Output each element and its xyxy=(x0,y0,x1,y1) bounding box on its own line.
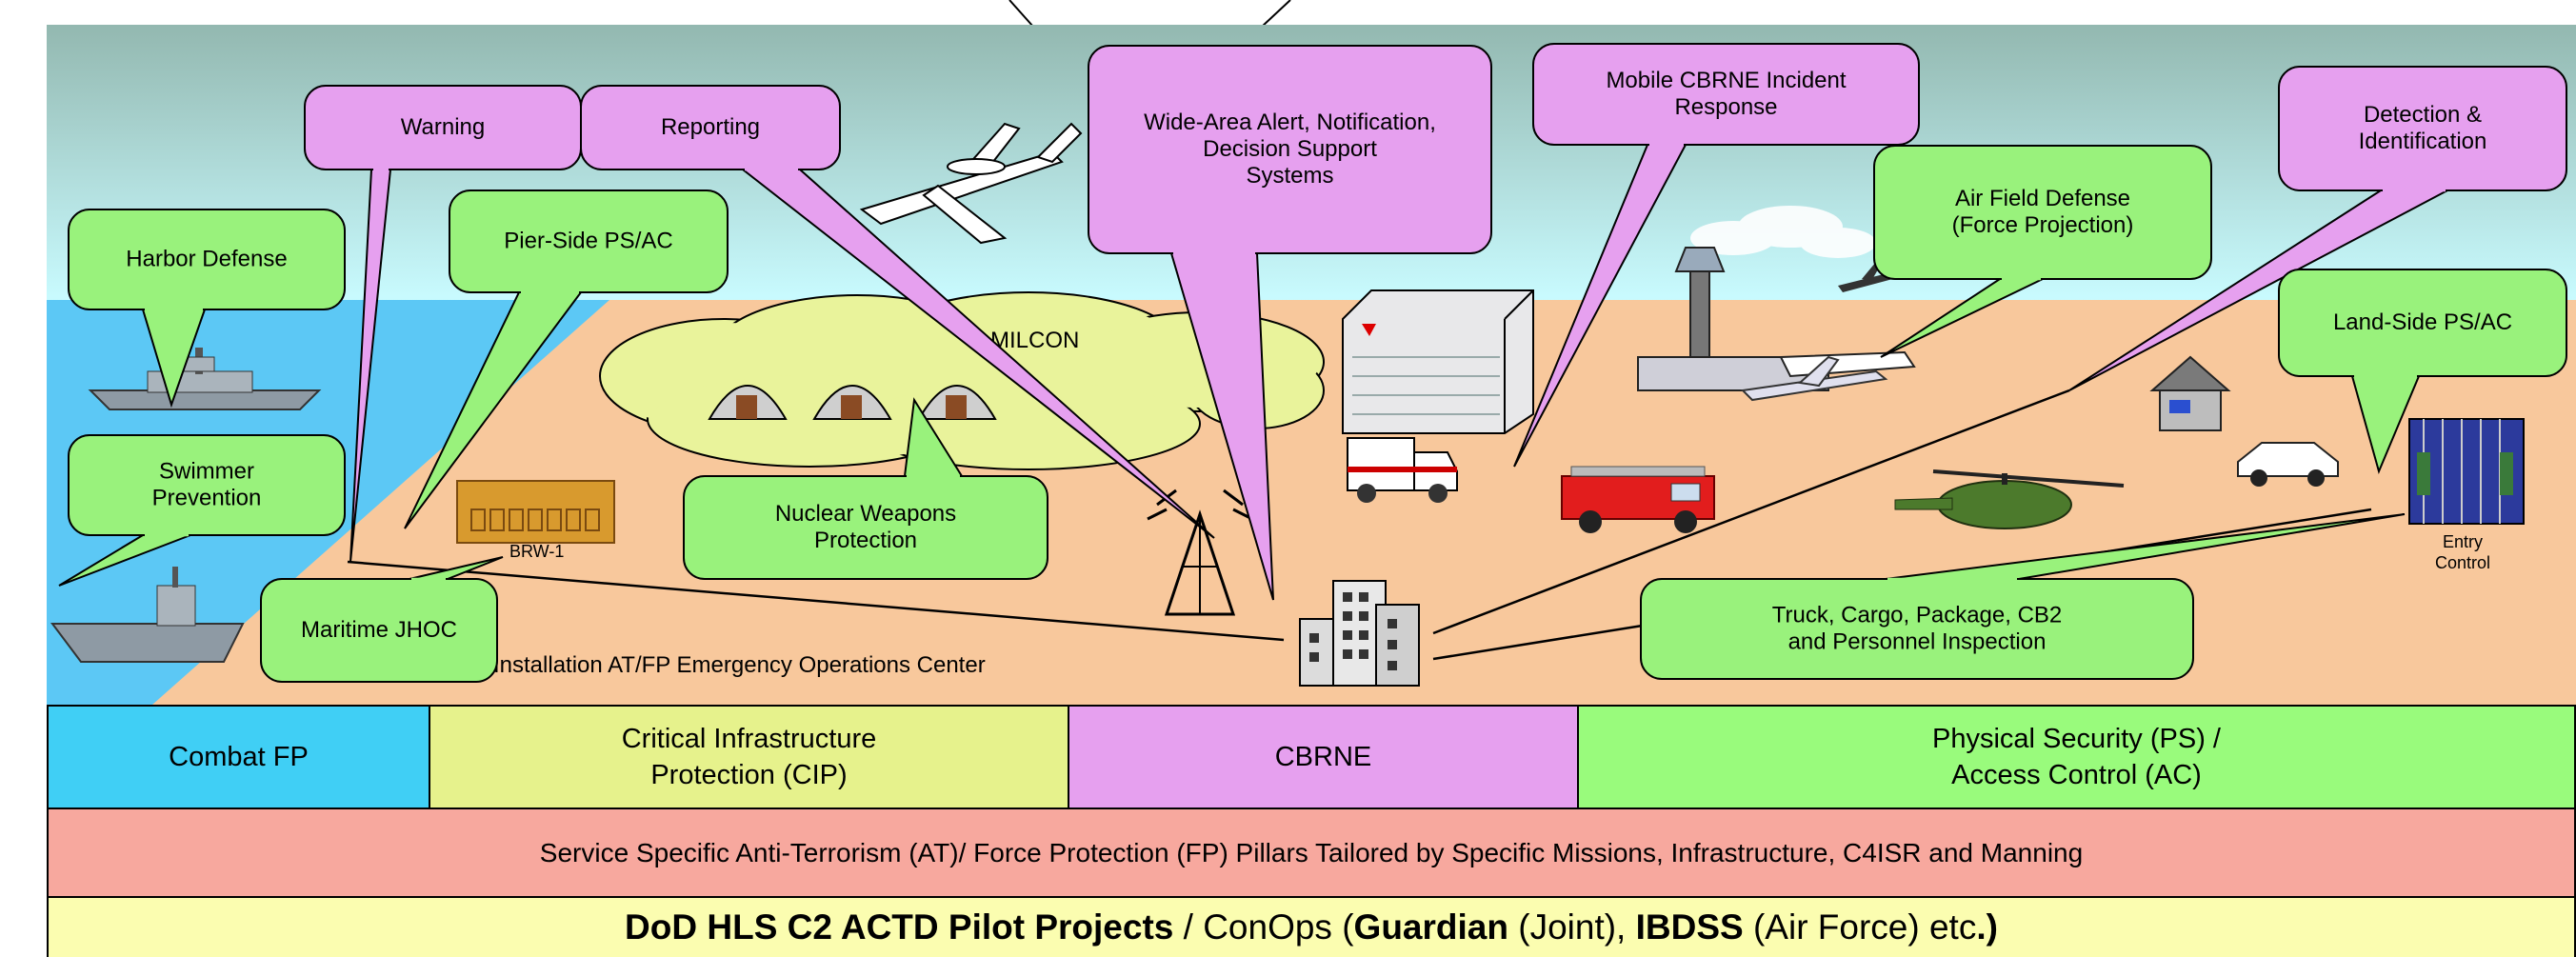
entry-control-label-2: Control xyxy=(2435,553,2490,572)
callout-box xyxy=(68,434,346,536)
hangar-icons xyxy=(708,385,997,420)
callout-box xyxy=(1532,43,1920,146)
callout-truck-text: and Personnel Inspection xyxy=(1788,629,2047,655)
house-icon xyxy=(2149,355,2231,431)
callout-land-side-text: Land-Side PS/AC xyxy=(2333,309,2512,335)
callout-detection-text: Identification xyxy=(2359,129,2487,154)
eoc-building-icon xyxy=(1299,580,1420,687)
service-band-text: Service Specific Anti-Terrorism (AT)/ Fo… xyxy=(539,837,2084,867)
pillar-combat-fp-label: Combat FP xyxy=(169,742,309,772)
callout-box xyxy=(580,85,841,170)
hospital-icon xyxy=(1342,289,1534,434)
pillar-ps-ac: Physical Security (PS) / Access Control … xyxy=(1577,705,2576,809)
callout-swimmer-text: Swimmer xyxy=(159,459,254,485)
small-building-label: BRW-1 xyxy=(509,542,564,561)
callout-nuclear-text: Nuclear Weapons xyxy=(775,501,956,527)
entry-control-icon xyxy=(2408,418,2525,525)
callout-reporting: Reporting xyxy=(580,85,1215,539)
callout-wide-area-text: Decision Support xyxy=(1203,136,1377,162)
callout-box xyxy=(683,475,1048,580)
helicopter-icon xyxy=(1894,469,2125,529)
callout-maritime: Maritime JHOC xyxy=(260,556,504,683)
service-band: Service Specific Anti-Terrorism (AT)/ Fo… xyxy=(47,807,2576,898)
callout-box xyxy=(2278,269,2567,377)
fire-truck-icon xyxy=(1561,466,1715,533)
callout-mobile-cbrne-text: Response xyxy=(1674,94,1777,120)
pillar-cbrne: CBRNE xyxy=(1068,705,1579,809)
bottom-band-part7: .) xyxy=(1976,907,1998,947)
callout-swimmer-text: Prevention xyxy=(152,486,262,511)
top-antenna-lines xyxy=(1008,0,1291,28)
callout-harbor-defense: Harbor Defense xyxy=(68,209,346,409)
awacs-plane-icon xyxy=(859,122,1083,245)
eoc-label: Installation AT/FP Emergency Operations … xyxy=(493,652,986,678)
small-building-icon xyxy=(456,480,615,544)
carrier-icon xyxy=(50,567,245,663)
pillar-combat-fp: Combat FP xyxy=(47,705,430,809)
pillar-cbrne-label: CBRNE xyxy=(1274,742,1372,772)
bottom-band-part1: DoD HLS C2 ACTD Pilot Projects xyxy=(625,907,1174,947)
callout-reporting-text: Reporting xyxy=(661,114,760,140)
callout-warning: Warning xyxy=(304,85,582,563)
callout-wide-area-text: Systems xyxy=(1246,163,1333,189)
pillar-cip-label: Critical Infrastructure Protection (CIP) xyxy=(621,724,877,790)
milcon-label: MILCON xyxy=(990,328,1079,353)
ambulance-icon xyxy=(1347,437,1458,503)
callout-nuclear-text: Protection xyxy=(814,528,917,553)
callout-detection: Detection &Identification xyxy=(2068,66,2567,391)
pillar-cip: Critical Infrastructure Protection (CIP) xyxy=(429,705,1069,809)
callout-box xyxy=(449,189,729,293)
callout-maritime-text: Maritime JHOC xyxy=(301,617,457,643)
bottom-band: DoD HLS C2 ACTD Pilot Projects / ConOps … xyxy=(47,896,2576,957)
callout-detection-text: Detection & xyxy=(2364,102,2482,128)
callout-wide-area: Wide-Area Alert, Notification,Decision S… xyxy=(1088,45,1492,601)
bottom-band-part4: (Joint), xyxy=(1508,907,1636,947)
callout-warning-text: Warning xyxy=(401,114,485,140)
callout-harbor-defense-text: Harbor Defense xyxy=(126,247,287,272)
callout-truck-text: Truck, Cargo, Package, CB2 xyxy=(1772,603,2063,628)
callout-wide-area-text: Wide-Area Alert, Notification, xyxy=(1144,110,1436,135)
bottom-band-part2: / ConOps ( xyxy=(1173,907,1354,947)
entry-control-label-1: Entry xyxy=(2443,532,2483,551)
callout-airfield-text: Air Field Defense xyxy=(1955,186,2130,211)
bottom-band-part5: IBDSS xyxy=(1635,907,1744,947)
callout-box xyxy=(68,209,346,310)
callout-mobile-cbrne-text: Mobile CBRNE Incident xyxy=(1606,68,1846,93)
bottom-band-part3: Guardian xyxy=(1353,907,1508,947)
callout-group: Harbor Defense Pier-Side PS/AC Warning Repo… xyxy=(58,43,2567,683)
callout-airfield-text: (Force Projection) xyxy=(1952,212,2134,238)
jet-plane-icon xyxy=(1740,355,1888,402)
callout-pier-side: Pier-Side PS/AC xyxy=(404,189,729,529)
bottom-band-text: DoD HLS C2 ACTD Pilot Projects / ConOps … xyxy=(625,907,1998,947)
callout-pier-side-text: Pier-Side PS/AC xyxy=(504,229,672,254)
callout-airfield: Air Field Defense(Force Projection) xyxy=(1873,145,2212,358)
bottom-band-part6: (Air Force) etc xyxy=(1743,907,1977,947)
police-car-icon xyxy=(2237,442,2339,487)
callout-box xyxy=(260,578,498,683)
callout-box xyxy=(1088,45,1492,254)
callout-land-side: Land-Side PS/AC xyxy=(2278,269,2567,475)
pillar-ps-ac-label: Physical Security (PS) / Access Control … xyxy=(1932,724,2221,790)
scene-illustration: MILCON xyxy=(47,0,2576,705)
